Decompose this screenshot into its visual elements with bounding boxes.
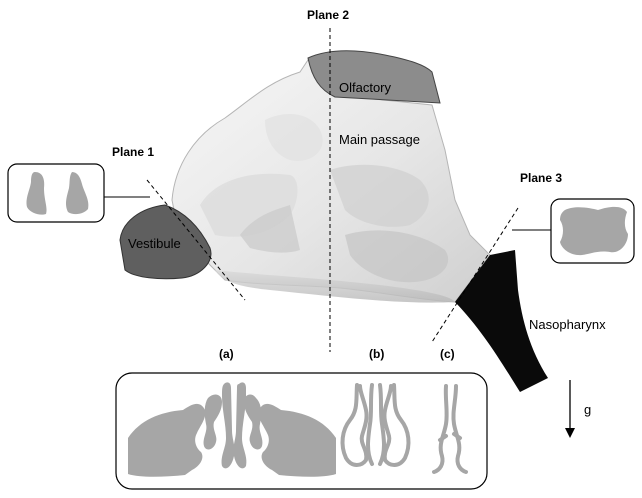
gravity-label: g [584,402,591,417]
gravity-down-arrow-icon [565,380,575,438]
panel-b-label: (b) [369,347,384,361]
main-passage-label: Main passage [339,132,420,147]
panel-c-label: (c) [440,347,455,361]
plane-1-label: Plane 1 [112,145,154,159]
vestibule-label: Vestibule [128,236,181,251]
plane-2-label: Plane 2 [307,8,349,22]
plane-3-label: Plane 3 [520,171,562,185]
panel-a-label: (a) [219,347,234,361]
single-section-icon [560,207,628,255]
plane-1-inset-box [8,164,104,222]
olfactory-label: Olfactory [339,80,392,95]
nasal-cavity-model [172,60,490,303]
nasopharynx-label: Nasopharynx [529,317,606,332]
